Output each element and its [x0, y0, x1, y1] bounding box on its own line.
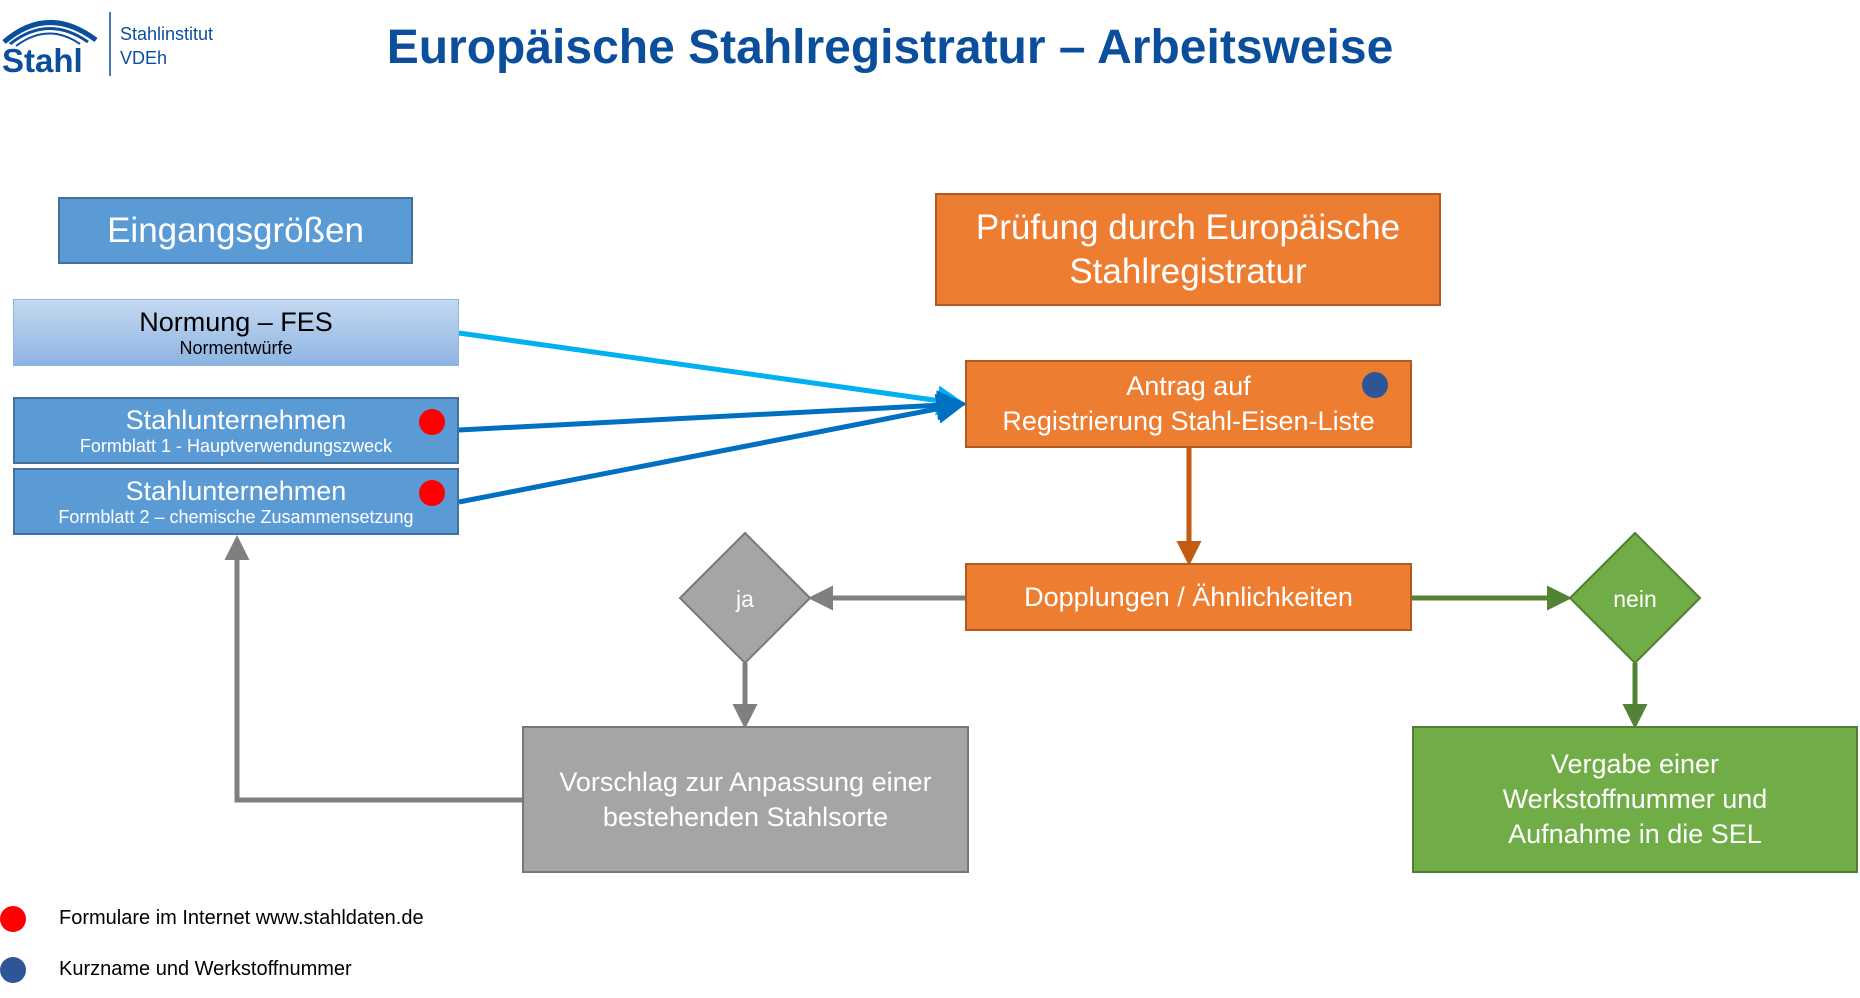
logo-brand: Stahl — [2, 42, 83, 79]
normung-box: Normung – FES Normentwürfe — [13, 299, 459, 366]
logo-line1: Stahlinstitut — [120, 24, 214, 44]
yes-diamond — [678, 531, 812, 665]
application-box: Antrag auf Registrierung Stahl-Eisen-Lis… — [965, 360, 1412, 448]
review-header: Prüfung durch Europäische Stahlregistrat… — [935, 193, 1441, 306]
application-line1: Antrag auf — [1126, 371, 1251, 401]
application-line2: Registrierung Stahl-Eisen-Liste — [1002, 406, 1375, 436]
company2-subtitle: Formblatt 2 – chemische Zusammensetzung — [58, 506, 414, 527]
review-header-label: Prüfung durch Europäische Stahlregistrat… — [975, 207, 1401, 291]
logo-line2: VDEh — [120, 48, 168, 68]
logo: Stahl Stahlinstitut VDEh — [0, 10, 215, 80]
red-dot-icon — [419, 480, 445, 506]
company2-title: Stahlunternehmen — [125, 475, 347, 506]
no-diamond — [1568, 531, 1702, 665]
red-dot-icon — [0, 906, 26, 932]
logo-arc-icon — [2, 12, 111, 76]
assignment-label: Vergabe einer Werkstoffnummer und Aufnah… — [1502, 749, 1768, 849]
normung-subtitle: Normentwürfe — [179, 337, 293, 358]
blue-dot-icon — [1362, 372, 1388, 398]
duplicates-label: Dopplungen / Ähnlichkeiten — [1024, 581, 1353, 612]
page-title: Europäische Stahlregistratur – Arbeitswe… — [386, 21, 1394, 74]
yes-label: ja — [736, 586, 754, 612]
arrow-company1 — [458, 390, 967, 433]
blue-dot-icon — [0, 957, 26, 983]
red-dot-icon — [419, 409, 445, 435]
company1-title: Stahlunternehmen — [125, 404, 347, 435]
legend-text-codes: Kurzname und Werkstoffnummer — [59, 958, 352, 980]
inputs-header-label: Eingangsgrößen — [107, 210, 364, 250]
no-label: nein — [1613, 586, 1657, 612]
proposal-box: Vorschlag zur Anpassung einer bestehende… — [522, 726, 969, 873]
proposal-label: Vorschlag zur Anpassung einer bestehende… — [559, 766, 932, 832]
legend-item-forms: Formulare im Internet www.stahldaten.de — [0, 905, 600, 957]
arrow-normung — [458, 330, 967, 416]
legend-text-forms: Formulare im Internet www.stahldaten.de — [59, 907, 424, 929]
legend: Formulare im Internet www.stahldaten.de … — [0, 905, 600, 997]
duplicates-box: Dopplungen / Ähnlichkeiten — [965, 563, 1412, 631]
company1-box: Stahlunternehmen Formblatt 1 - Hauptverw… — [13, 397, 459, 464]
legend-item-codes: Kurzname und Werkstoffnummer — [0, 957, 600, 997]
company1-subtitle: Formblatt 1 - Hauptverwendungszweck — [79, 435, 393, 456]
inputs-header: Eingangsgrößen — [58, 197, 413, 264]
normung-title: Normung – FES — [139, 306, 333, 337]
company2-box: Stahlunternehmen Formblatt 2 – chemische… — [13, 468, 459, 535]
arrow-company2 — [458, 394, 967, 505]
arrow-proposal-company2 — [224, 535, 522, 803]
assignment-box: Vergabe einer Werkstoffnummer und Aufnah… — [1412, 726, 1858, 873]
